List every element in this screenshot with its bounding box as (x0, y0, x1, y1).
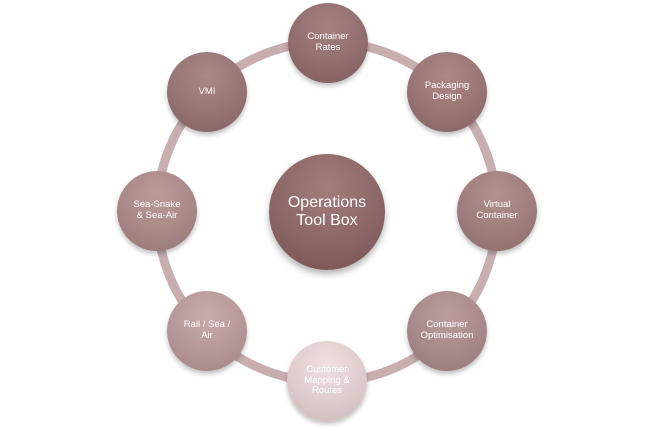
node-vmi: VMI (167, 52, 247, 132)
node-container-rates: Container Rates (288, 3, 368, 83)
node-label: Customer Mapping & Routes (304, 363, 350, 397)
node-label: Container Rates (307, 31, 349, 53)
node-label: Rail / Sea / Air (183, 319, 231, 341)
node-container-optimisation: Container Optimisation (407, 291, 487, 371)
node-label: Virtual Container (476, 199, 518, 221)
node-label: VMI (198, 85, 216, 97)
node-sea-snake-sea-air: Sea-Snake & Sea-Air (117, 171, 197, 251)
node-label: Container Optimisation (420, 319, 474, 341)
node-label: Packaging Design (424, 80, 470, 102)
center-node-operations-tool-box: Operations Tool Box (269, 154, 385, 270)
node-rail-sea-air: Rail / Sea / Air (167, 291, 247, 371)
node-label: Sea-Snake & Sea-Air (133, 199, 181, 221)
node-customer-mapping-routes: Customer Mapping & Routes (287, 341, 367, 421)
center-node-label: Operations Tool Box (287, 193, 367, 229)
node-packaging-design: Packaging Design (407, 52, 487, 132)
node-virtual-container: Virtual Container (457, 171, 537, 251)
